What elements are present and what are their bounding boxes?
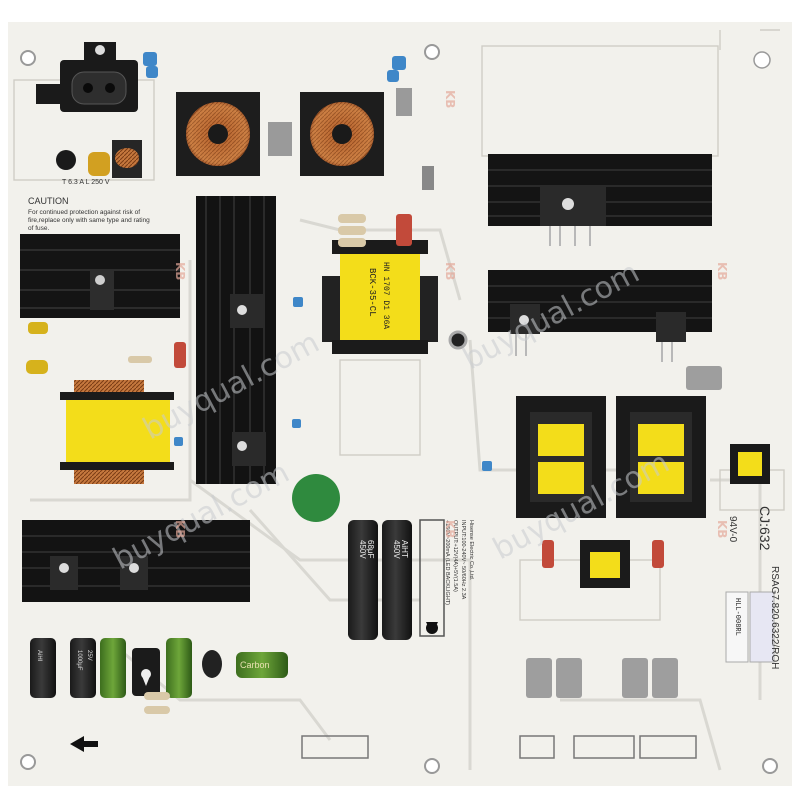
model-code: CJ:632: [757, 506, 773, 551]
common-mode-choke-right: [300, 92, 384, 176]
green-cap-brand: Carbon: [240, 660, 270, 670]
mounting-holes: [20, 44, 778, 774]
svg-text:KB: KB: [173, 262, 187, 280]
svg-text:1000μF: 1000μF: [76, 650, 82, 671]
grey-capacitors: [526, 366, 722, 698]
bulk-capacitor-right: 450V AiHT: [382, 520, 412, 640]
part-number: RSAG7.820.6322/ROH: [769, 566, 780, 669]
direction-arrow: [70, 736, 98, 752]
svg-text:KB: KB: [443, 520, 457, 538]
svg-text:25V: 25V: [86, 650, 92, 661]
caution-title: CAUTION: [28, 196, 69, 206]
svg-text:OUTPUT:+12V(4A)+5V(1.5A): OUTPUT:+12V(4A)+5V(1.5A): [452, 520, 458, 592]
svg-text:fire,replace only with same ty: fire,replace only with same type and rat…: [28, 217, 150, 224]
svg-text:INPUT:100-240V~ 50/60Hz 2.3A: INPUT:100-240V~ 50/60Hz 2.3A: [460, 520, 466, 600]
transformer-center: BCK-35-CL HN 1707 D1 36A: [322, 240, 438, 354]
svg-text:KB: KB: [443, 90, 457, 108]
svg-text:of fuse.: of fuse.: [28, 225, 50, 232]
transformer-small-right: [730, 444, 770, 484]
x-capacitors-small: [143, 52, 492, 471]
svg-text:450V: 450V: [358, 540, 367, 559]
transformer-left: [60, 380, 174, 484]
heatsink-mid-right: [488, 270, 712, 342]
film-capacitors-red: [174, 214, 664, 568]
transformer-small-bottom: [580, 540, 630, 588]
transformer-label-1: BCK-35-CL: [367, 268, 377, 317]
svg-text:KB: KB: [173, 520, 187, 538]
resistors: [128, 214, 366, 714]
svg-text:AiHT: AiHT: [400, 540, 409, 558]
ac-inlet-connector: [36, 42, 138, 112]
fuse-label: T 6.3 A L 250 V: [62, 179, 110, 186]
svg-text:KB: KB: [715, 262, 729, 280]
svg-text:KB: KB: [443, 262, 457, 280]
flammability-rating: 94V-0: [727, 516, 738, 543]
heatsink-top-left: [20, 234, 180, 318]
heatsink-top-right: [488, 154, 712, 226]
varistor-green: [292, 474, 340, 522]
svg-text:+150V~200mA (LED BACKLIGHT): +150V~200mA (LED BACKLIGHT): [444, 520, 450, 605]
svg-text:68μF: 68μF: [366, 540, 375, 559]
heatsink-bottom-left: [22, 520, 250, 602]
heatsink-center-vertical: [196, 196, 276, 484]
svg-text:For continued protection again: For continued protection against risk of: [28, 209, 140, 216]
svg-text:Hisense Electric Co.,Ltd.: Hisense Electric Co.,Ltd.: [468, 520, 474, 581]
svg-text:HLL-008RL: HLL-008RL: [733, 598, 741, 636]
transformer-label-2: HN 1707 D1 36A: [381, 262, 390, 329]
output-capacitors: Carbon AiHI 1000μF 25V: [30, 638, 288, 698]
svg-text:KB: KB: [715, 520, 729, 538]
transformer-right-a: [516, 396, 606, 518]
transformer-right-b: [616, 396, 706, 518]
common-mode-choke-left: [176, 92, 260, 176]
svg-text:AiHI: AiHI: [36, 650, 42, 662]
output-connectors: [301, 735, 697, 759]
bulk-capacitor-left: 450V 68μF: [348, 520, 378, 640]
svg-text:450V: 450V: [392, 540, 401, 559]
lot-sticker: HLL-008RL: [725, 591, 775, 663]
